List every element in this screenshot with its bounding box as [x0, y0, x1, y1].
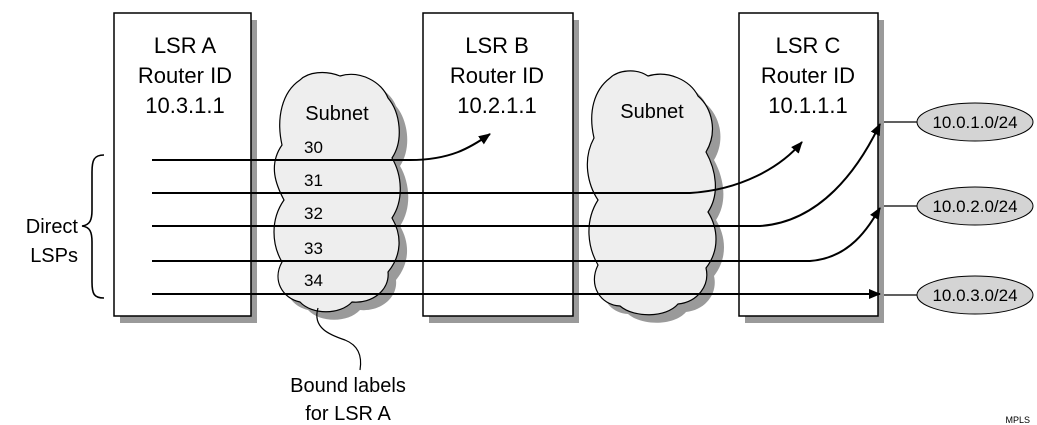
router-id-lsr-a: 10.3.1.1: [145, 93, 225, 118]
router-id-lsr-c: 10.1.1.1: [768, 93, 848, 118]
bound-labels-leader: [316, 307, 362, 371]
prefix-3: 10.0.3.0/24: [932, 286, 1017, 305]
router-id-label-lsr-a: Router ID: [138, 63, 232, 88]
lsp-arrow-33: [152, 207, 881, 262]
subnet-label-1: Subnet: [305, 103, 369, 125]
router-name-lsr-b: LSR B: [465, 33, 529, 58]
subnet-label-2: Subnet: [620, 101, 684, 123]
lsp-arrow-32: [152, 123, 881, 227]
bound-labels-line2: for LSR A: [305, 403, 391, 425]
direct-lsps-line1: Direct: [26, 216, 79, 238]
direct-lsps-brace: [81, 154, 105, 299]
router-box-lsr-c: [738, 12, 884, 323]
lsp-arrow-31: [152, 141, 803, 194]
corner-tag: MPLS: [1005, 415, 1030, 425]
router-box-lsr-a: [113, 12, 257, 323]
label-30: 30: [304, 138, 323, 157]
router-name-lsr-a: LSR A: [154, 33, 217, 58]
router-name-lsr-c: LSR C: [776, 33, 841, 58]
label-31: 31: [304, 171, 323, 190]
label-32: 32: [304, 204, 323, 223]
lsp-arrow-30: [152, 133, 491, 161]
router-id-label-lsr-c: Router ID: [761, 63, 855, 88]
label-34: 34: [304, 271, 323, 290]
prefix-1: 10.0.1.0/24: [932, 113, 1017, 132]
router-id-label-lsr-b: Router ID: [450, 63, 544, 88]
prefix-2: 10.0.2.0/24: [932, 197, 1017, 216]
label-33: 33: [304, 239, 323, 258]
bound-labels-line1: Bound labels: [290, 375, 406, 397]
direct-lsps-line2: LSPs: [30, 245, 78, 267]
router-box-lsr-b: [422, 12, 579, 323]
router-id-lsr-b: 10.2.1.1: [457, 93, 537, 118]
